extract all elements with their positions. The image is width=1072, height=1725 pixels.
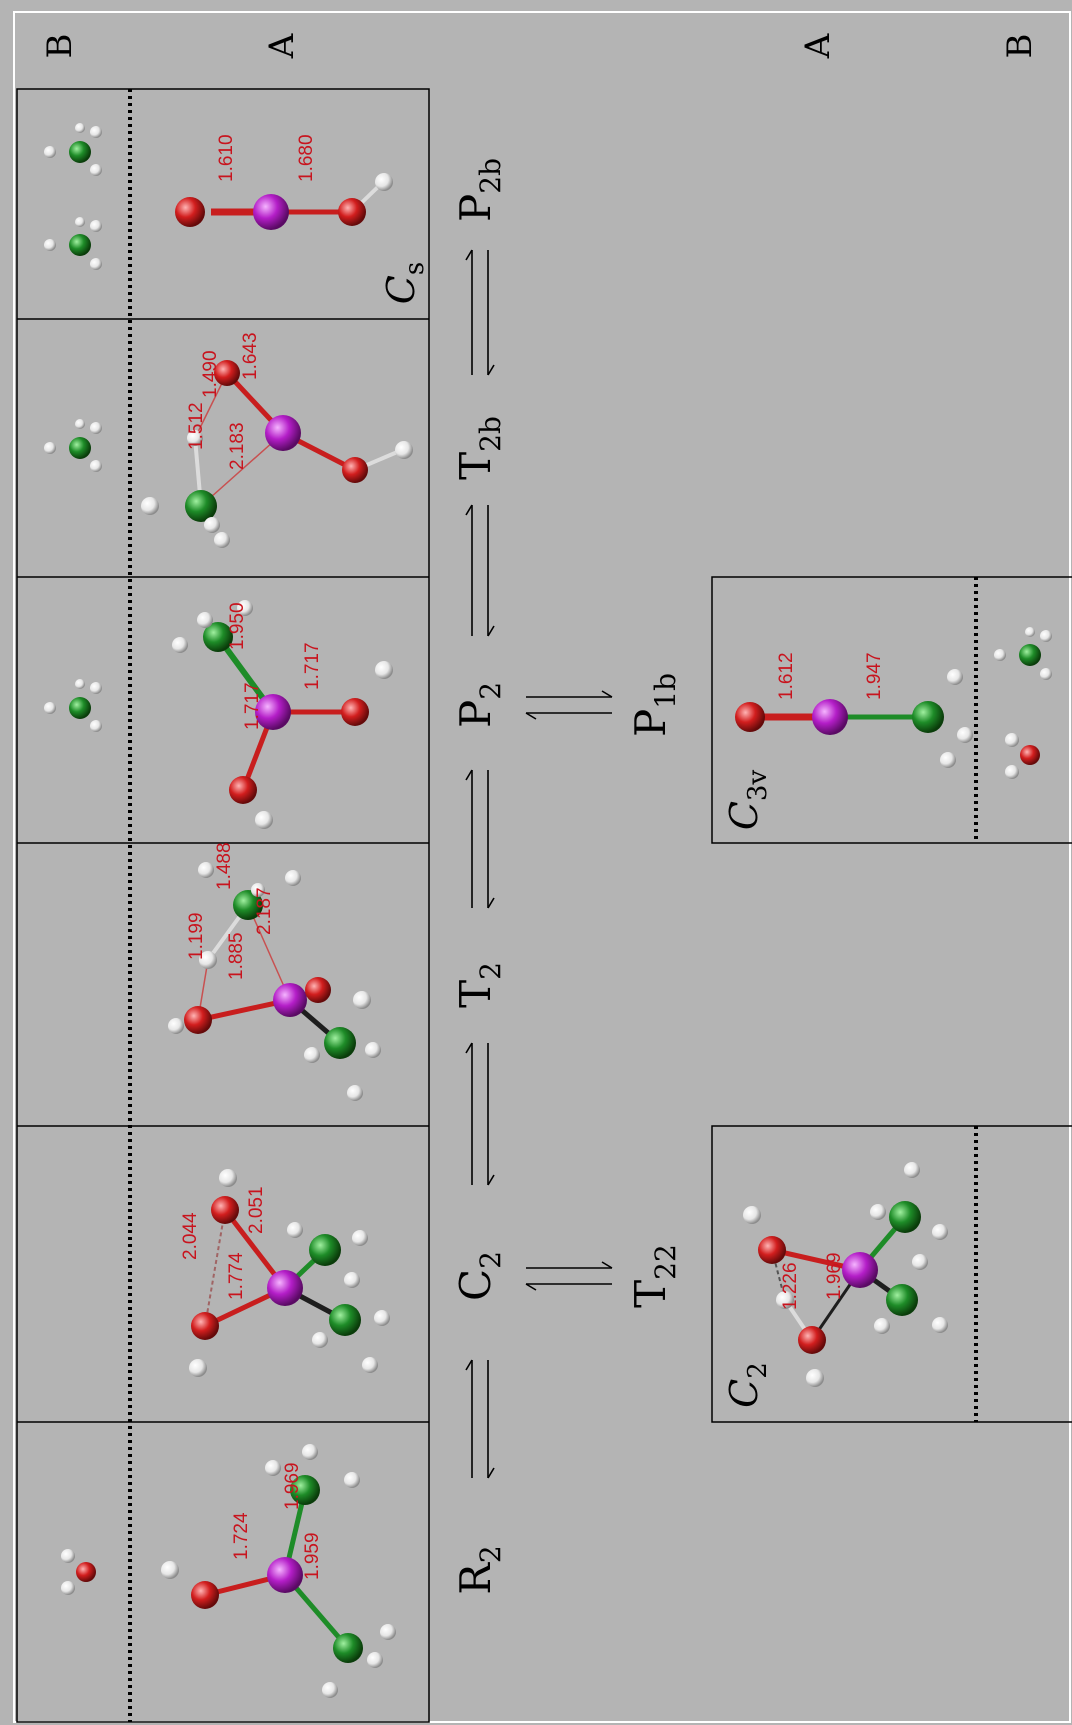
symmetry-C2: C2 (722, 1362, 773, 1408)
bond-label: 1.969 (282, 1462, 303, 1510)
bond-label: 1.226 (780, 1262, 801, 1310)
molecule-T2b: 1.512 2.183 1.490 1.643 (44, 332, 413, 548)
top-panels (16, 88, 430, 1723)
bond-label: 1.490 (200, 350, 221, 398)
figure-frame (13, 11, 1071, 1723)
bond-label: 1.717 (302, 642, 323, 690)
label-B-right: B (1000, 34, 1040, 59)
equilibrium-arrow-C2-T2 (465, 1042, 495, 1186)
bond-label: 1.947 (864, 652, 885, 700)
svg-text:P1b: P1b (626, 673, 682, 737)
bond-label: 2.187 (254, 887, 275, 935)
molecule-C2: 2.044 1.774 2.051 (180, 1169, 390, 1377)
species-C2: C2 (451, 1251, 507, 1301)
equilibrium-arrow-T2b-P2b (465, 249, 495, 376)
svg-text:P2b: P2b (451, 158, 507, 222)
bond-label: 1.199 (186, 912, 207, 960)
bond-label: 1.680 (296, 134, 317, 182)
bottom-panels (711, 576, 1072, 1423)
molecule-T22: 1.226 1.969 (743, 1162, 948, 1387)
molecule-P1b: 1.612 1.947 (735, 627, 1052, 779)
bond-label: 1.959 (302, 1532, 323, 1580)
svg-text:Cs: Cs (379, 262, 430, 304)
label-A-top: A (262, 33, 302, 59)
molecule-P2b: 1.610 1.680 (44, 123, 393, 270)
bond-label: 1.969 (824, 1252, 845, 1300)
bond-label: 2.051 (246, 1186, 267, 1234)
species-T2: T2 (451, 962, 507, 1008)
bond-label: 1.717 (242, 682, 263, 730)
bond-label: 1.612 (776, 652, 797, 700)
bond-label: 1.512 (186, 402, 207, 450)
svg-text:T2: T2 (451, 962, 507, 1008)
species-T22: T22 (626, 1244, 682, 1308)
equilibrium-arrow-C2-T22 (525, 1261, 613, 1291)
equilibrium-arrow-T2-P2 (465, 769, 495, 909)
svg-text:C2: C2 (722, 1362, 773, 1408)
bond-label: 1.885 (226, 932, 247, 980)
svg-text:R2: R2 (451, 1545, 507, 1594)
bond-label: 1.643 (240, 332, 261, 380)
bond-label: 1.950 (227, 602, 248, 650)
species-P2: P2 (451, 682, 507, 728)
molecule-P2: 1.950 1.717 1.717 (44, 600, 393, 829)
svg-text:P2: P2 (451, 682, 507, 728)
species-P1b: P1b (626, 673, 682, 737)
svg-text:T22: T22 (626, 1244, 682, 1308)
bond-label: 2.044 (180, 1212, 201, 1260)
species-P2b: P2b (451, 158, 507, 222)
equilibrium-arrow-P2-P1b (525, 690, 613, 720)
label-A-right: A (798, 33, 838, 59)
molecule-R2: 1.724 1.969 1.959 (61, 1444, 396, 1698)
equilibrium-arrow-R2-C2 (465, 1359, 495, 1479)
symmetry-Cs: Cs (379, 262, 430, 304)
molecule-T2: 1.199 1.885 1.488 2.187 (168, 842, 381, 1101)
species-T2b: T2b (451, 416, 507, 480)
bond-label: 2.183 (227, 422, 248, 470)
bond-label: 1.774 (226, 1252, 247, 1300)
bond-label: 1.610 (216, 134, 237, 182)
bond-label: 1.724 (231, 1512, 252, 1560)
symmetry-C3v: C3v (722, 770, 773, 831)
svg-text:C2: C2 (451, 1251, 507, 1301)
svg-text:C3v: C3v (722, 770, 773, 831)
bond-label: 1.488 (214, 842, 235, 890)
label-B-top: B (40, 34, 80, 59)
svg-text:T2b: T2b (451, 416, 507, 480)
equilibrium-arrow-P2-T2b (465, 504, 495, 637)
species-R2: R2 (451, 1545, 507, 1594)
